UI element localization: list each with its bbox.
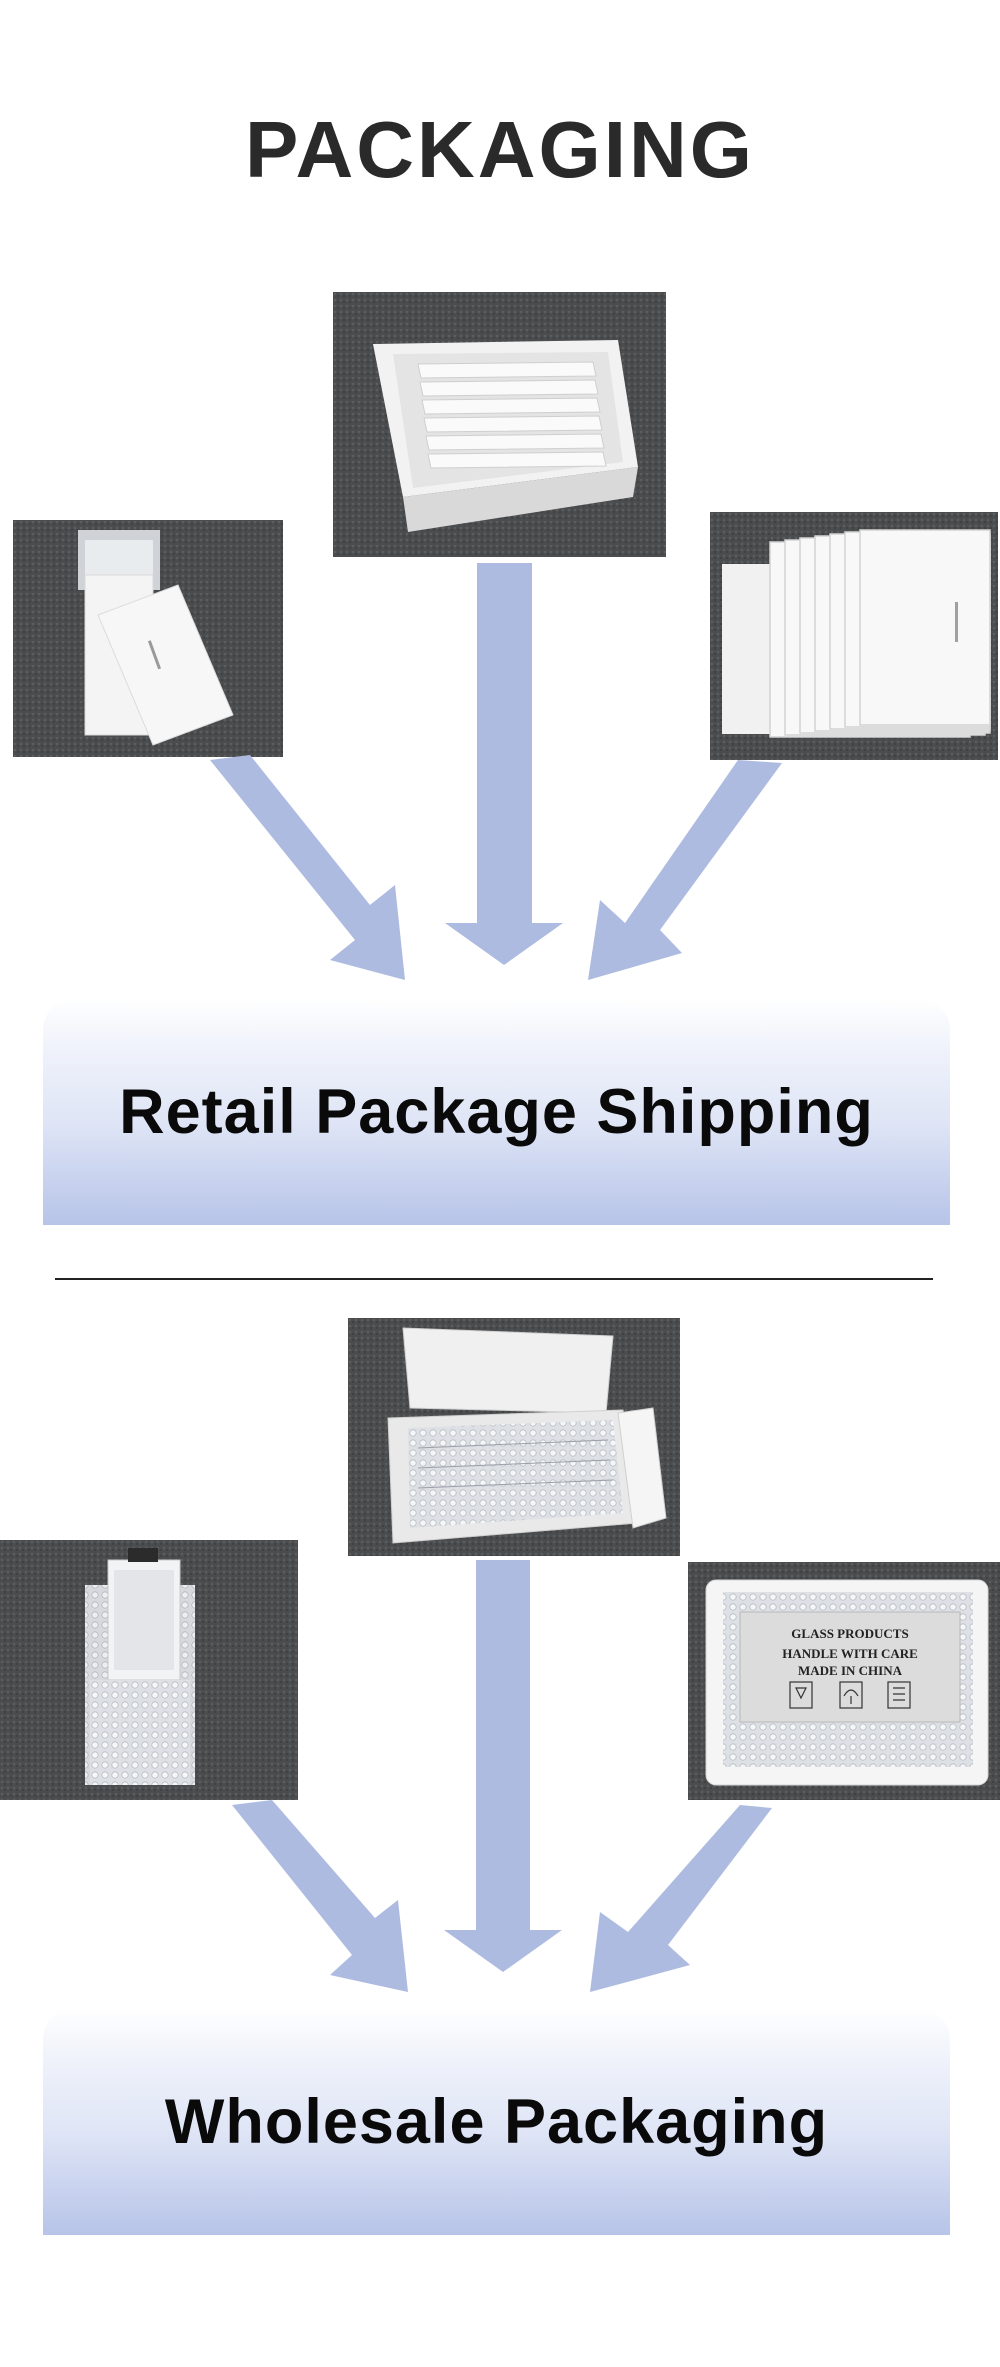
retail-foam-tray-photo (333, 292, 666, 557)
label-line-1: GLASS PRODUCTS (791, 1626, 908, 1641)
wholesale-open-box-photo (348, 1318, 680, 1556)
retail-phone-box-photo (13, 520, 283, 757)
retail-stacked-boxes-photo (710, 512, 998, 760)
label-line-2: HANDLE WITH CARE (782, 1646, 918, 1661)
wholesale-foam-box-photo: GLASS PRODUCTS HANDLE WITH CARE MADE IN … (688, 1562, 1000, 1800)
retail-package-banner-label: Retail Package Shipping (119, 1076, 874, 1147)
retail-package-banner: Retail Package Shipping (43, 998, 950, 1225)
section-divider (55, 1278, 933, 1280)
page-title: PACKAGING (245, 105, 755, 194)
handling-symbols-icon (789, 1681, 911, 1709)
wholesale-packaging-banner-label: Wholesale Packaging (164, 2086, 829, 2157)
label-line-3: MADE IN CHINA (798, 1663, 903, 1678)
retail-arrows (210, 563, 782, 980)
wholesale-arrows (232, 1560, 772, 1992)
wholesale-packaging-banner: Wholesale Packaging (43, 2008, 950, 2235)
wholesale-bubble-bag-photo (0, 1540, 298, 1800)
